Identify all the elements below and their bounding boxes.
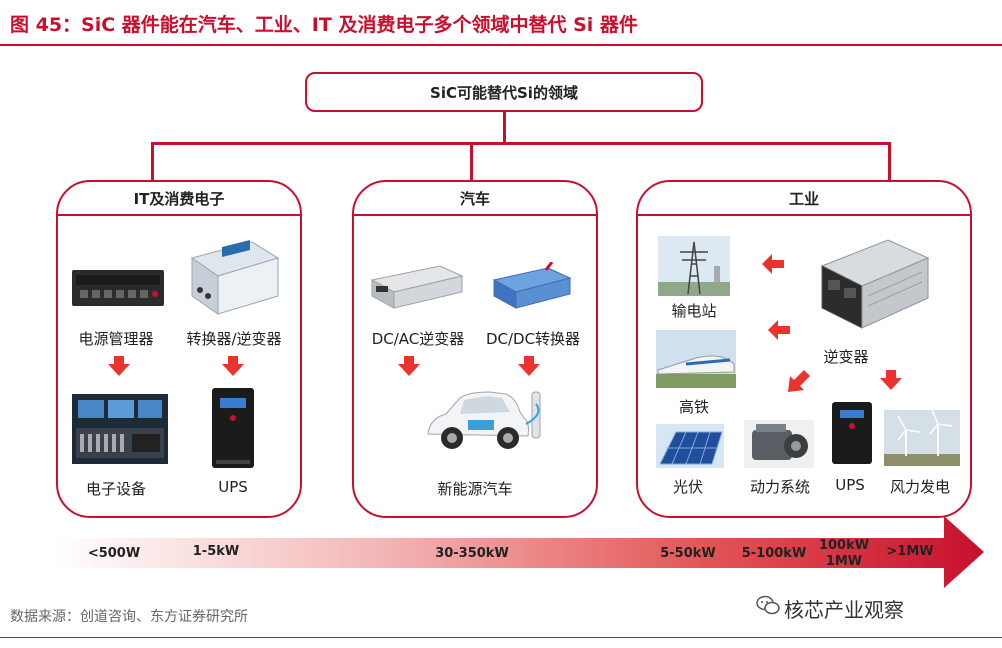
arrow-left-icon <box>762 254 784 274</box>
power-tick: 5-50kW <box>660 546 716 561</box>
arrow-left-icon <box>768 320 790 340</box>
ups-image <box>208 386 258 470</box>
item-wind-power: 风力发电 <box>889 478 950 496</box>
title-rule <box>0 44 1002 46</box>
footer-rule <box>0 637 1002 638</box>
arrow-down-icon <box>222 356 244 376</box>
dcac-inverter-image <box>370 262 464 310</box>
power-tick: 30-350kW <box>435 546 509 561</box>
item-industrial-inverter: 逆变器 <box>823 348 869 366</box>
panel-industry-divider <box>638 214 970 216</box>
item-power-system: 动力系统 <box>749 478 810 496</box>
item-dcdc-converter: DC/DC转换器 <box>485 330 581 348</box>
high-speed-rail-image <box>656 330 736 388</box>
power-tick: 100kW 1MW <box>818 538 870 569</box>
power-tick: 1-5kW <box>192 544 240 559</box>
watermark: 核芯产业观察 <box>784 598 904 622</box>
root-connector <box>503 112 506 144</box>
root-box: SiC可能替代Si的领域 <box>305 72 703 112</box>
arrow-down-icon <box>880 370 902 390</box>
arrow-down-icon <box>398 356 420 376</box>
panel-auto-divider <box>354 214 596 216</box>
auto-connector <box>470 142 473 182</box>
panel-it-title: IT及消费电子 <box>133 190 225 208</box>
photovoltaic-image <box>656 424 724 468</box>
power-tick: >1MW <box>886 544 934 559</box>
item-converter-inverter: 转换器/逆变器 <box>186 330 282 348</box>
power-manager-image <box>72 266 164 310</box>
item-power-manager: 电源管理器 <box>78 330 154 348</box>
source-note: 数据来源：创道咨询、东方证券研究所 <box>10 609 248 625</box>
item-photovoltaic: 光伏 <box>672 478 703 496</box>
item-dcac-inverter: DC/AC逆变器 <box>371 330 465 348</box>
panel-industry-title: 工业 <box>788 190 819 208</box>
power-tick: <500W <box>87 546 141 561</box>
wind-power-image <box>884 410 960 466</box>
power-scale-arrow <box>56 514 986 592</box>
wechat-icon <box>756 594 780 616</box>
item-ups: UPS <box>218 478 248 496</box>
panel-auto <box>352 180 598 518</box>
ev-car-image <box>420 384 550 456</box>
industrial-ups-image <box>830 400 874 466</box>
item-new-energy-vehicle: 新能源汽车 <box>437 480 513 498</box>
item-electronic-devices: 电子设备 <box>85 480 146 498</box>
converter-image <box>186 236 282 316</box>
arrow-down-icon <box>108 356 130 376</box>
power-tick: 5-100kW <box>741 546 807 561</box>
item-transmission-station: 输电站 <box>671 302 717 320</box>
it-connector <box>151 142 154 182</box>
panel-it <box>56 180 302 518</box>
item-high-speed-rail: 高铁 <box>678 398 709 416</box>
figure-title: 图 45：SiC 器件能在汽车、工业、IT 及消费电子多个领域中替代 Si 器件 <box>10 14 638 36</box>
branch-connector <box>151 142 891 145</box>
industry-connector <box>888 142 891 182</box>
electronic-device-image <box>72 394 168 464</box>
industrial-inverter-image <box>816 232 932 332</box>
transmission-station-image <box>658 236 730 296</box>
item-industrial-ups: UPS <box>835 476 865 494</box>
panel-it-divider <box>58 214 300 216</box>
panel-auto-title: 汽车 <box>459 190 490 208</box>
arrow-down-icon <box>518 356 540 376</box>
dcdc-converter-image <box>490 262 574 310</box>
arrow-down-left-icon <box>786 370 810 394</box>
power-system-image <box>744 420 814 468</box>
